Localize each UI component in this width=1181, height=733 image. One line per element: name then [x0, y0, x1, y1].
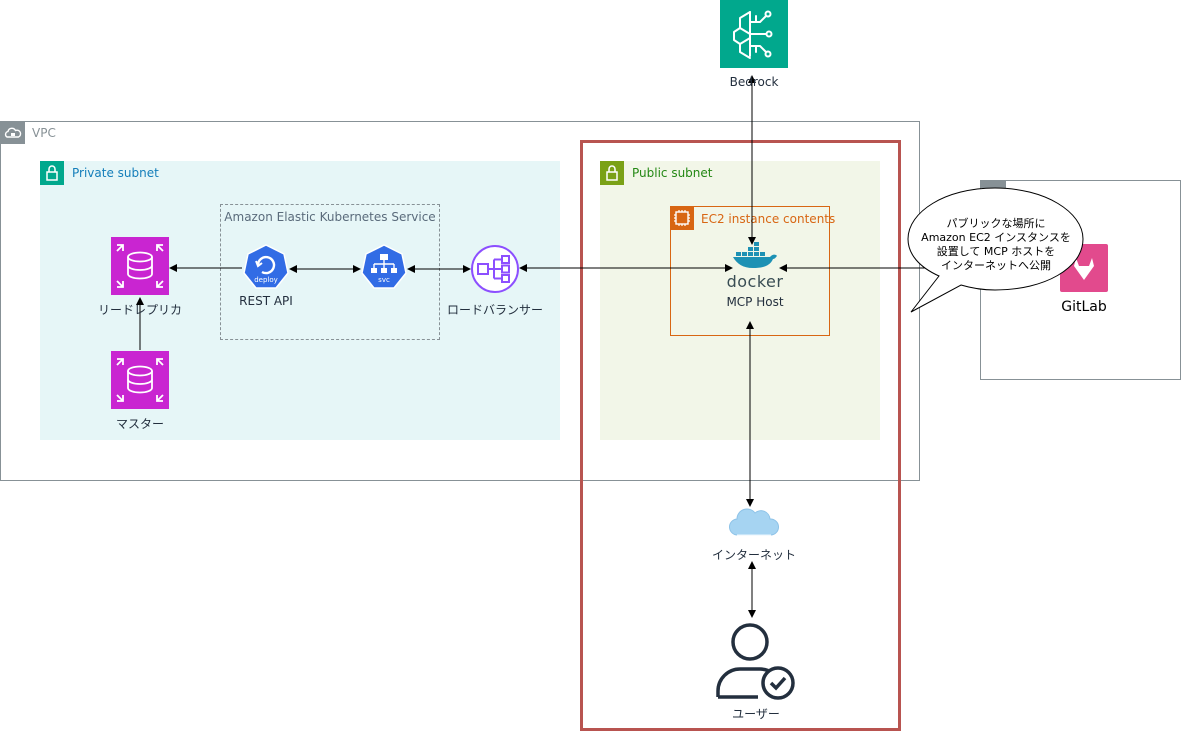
docker-icon[interactable] — [730, 242, 780, 278]
read-replica-label: リードレプリカ — [97, 303, 183, 317]
user-label: ユーザー — [732, 707, 780, 721]
callout-bubble — [907, 187, 1084, 313]
svc-badge-text: svc — [378, 276, 390, 284]
cloud-lock-icon — [1, 122, 25, 144]
internet-cloud-icon[interactable] — [728, 505, 780, 539]
gitlab-box-tab — [980, 180, 1006, 188]
vpc-title: VPC — [32, 126, 56, 140]
callout-line-3: 設置して MCP ホストを — [936, 245, 1056, 258]
rds-read-replica-icon[interactable] — [111, 237, 169, 295]
ec2-chip-icon — [670, 206, 694, 230]
master-label: マスター — [115, 417, 165, 431]
k8s-svc-icon[interactable]: svc — [360, 244, 408, 290]
callout-line-2: Amazon EC2 インスタンスを — [921, 231, 1071, 244]
bedrock-icon[interactable] — [720, 0, 788, 68]
bedrock-label: Bedrock — [729, 75, 779, 89]
eks-title: Amazon Elastic Kubernetes Service — [224, 210, 436, 224]
public-path-highlight — [580, 140, 901, 731]
load-balancer-label: ロードバランサー — [446, 303, 544, 317]
callout-line-4: インターネットへ公開 — [941, 259, 1051, 272]
public-subnet-group — [600, 161, 880, 440]
mcp-host-label: MCP Host — [726, 295, 784, 309]
deploy-badge-text: deploy — [254, 276, 278, 284]
public-subnet-title: Public subnet — [632, 166, 713, 180]
ec2-title: EC2 instance contents — [701, 212, 836, 226]
k8s-deploy-icon[interactable]: deploy — [242, 244, 290, 290]
elb-icon[interactable] — [470, 244, 520, 294]
callout-line-1: パブリックな場所に — [946, 217, 1046, 230]
docker-wordmark: docker — [726, 272, 784, 291]
user-check-icon[interactable] — [712, 617, 796, 701]
rds-master-icon[interactable] — [111, 351, 169, 409]
private-subnet-title: Private subnet — [72, 166, 159, 180]
lock-icon — [600, 161, 624, 185]
lock-icon — [40, 161, 64, 185]
internet-label: インターネット — [711, 548, 797, 562]
rest-api-label: REST API — [239, 294, 293, 308]
gitlab-label: GitLab — [1061, 299, 1107, 315]
